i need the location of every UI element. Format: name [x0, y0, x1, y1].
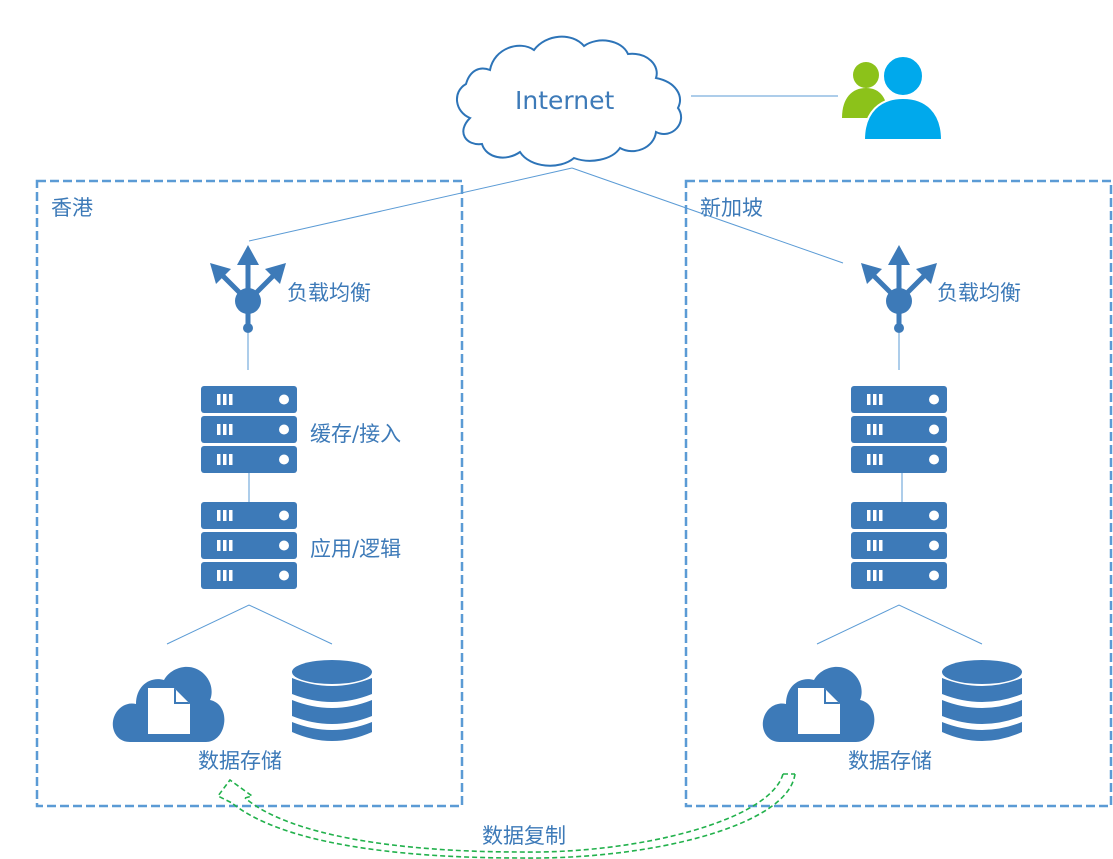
cloud-file-icon	[112, 666, 225, 742]
server-icon	[851, 386, 947, 413]
load-balancer-label: 负载均衡	[937, 281, 1021, 305]
server-icon	[201, 386, 297, 413]
storage-label: 数据存储	[198, 749, 282, 773]
server-icon	[201, 502, 297, 529]
link-internet-hk-lb	[248, 167, 573, 242]
server-icon	[201, 416, 297, 443]
link-internet-sg-lb	[571, 167, 844, 264]
users-icon	[842, 55, 944, 141]
server-stack-cache	[851, 386, 947, 473]
internet-cloud-icon	[456, 35, 683, 167]
cloud-file-icon	[762, 666, 875, 742]
server-stack-app	[851, 502, 947, 589]
load-balancer-icon	[861, 245, 937, 333]
server-icon	[851, 416, 947, 443]
server-icon	[201, 562, 297, 589]
server-stack-app	[201, 502, 297, 589]
app-tier-label: 应用/逻辑	[310, 537, 402, 561]
load-balancer-icon	[210, 245, 286, 333]
load-balancer-label: 负载均衡	[287, 281, 371, 305]
database-icon	[292, 660, 372, 741]
replication-label: 数据复制	[482, 824, 566, 848]
server-icon	[851, 562, 947, 589]
region-box-hongkong	[35, 179, 464, 808]
region-box-singapore	[684, 179, 1113, 808]
region-label-singapore: 新加坡	[700, 196, 763, 220]
server-icon	[851, 446, 947, 473]
storage-label: 数据存储	[848, 749, 932, 773]
server-icon	[851, 532, 947, 559]
server-stack-cache	[201, 386, 297, 473]
cache-tier-label: 缓存/接入	[310, 422, 402, 446]
server-icon	[201, 532, 297, 559]
server-icon	[201, 446, 297, 473]
internet-label: Internet	[515, 86, 615, 115]
replication-arrow	[216, 773, 796, 859]
database-icon	[942, 660, 1022, 741]
region-label-hongkong: 香港	[51, 196, 93, 220]
server-icon	[851, 502, 947, 529]
